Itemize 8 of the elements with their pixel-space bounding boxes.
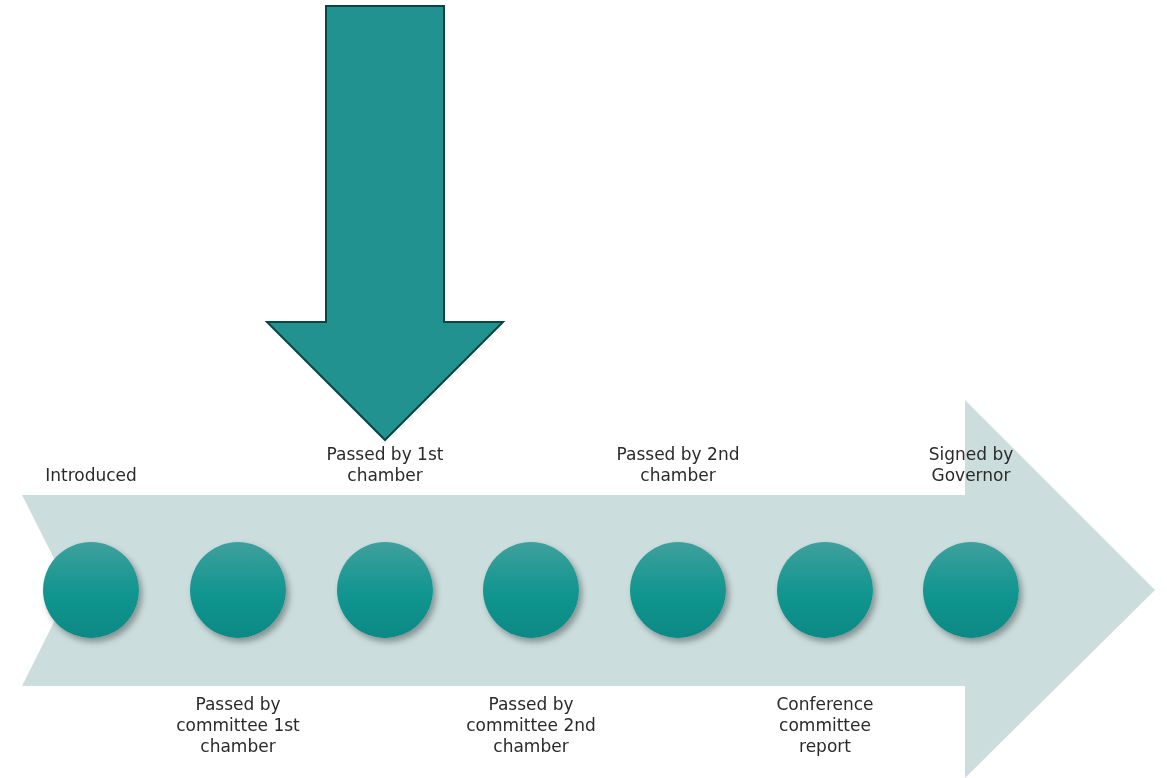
milestone-label: Passed by committee 1st chamber — [175, 694, 301, 757]
milestone-label: Passed by 1st chamber — [325, 444, 445, 486]
milestone-label: Passed by committee 2nd chamber — [466, 694, 596, 757]
milestone-label: Signed by Governor — [927, 444, 1015, 486]
milestone-label: Conference committee report — [775, 694, 875, 757]
milestone-label: Passed by 2nd chamber — [615, 444, 741, 486]
block-arrow — [264, 5, 506, 442]
milestone-label: Introduced — [44, 465, 138, 486]
